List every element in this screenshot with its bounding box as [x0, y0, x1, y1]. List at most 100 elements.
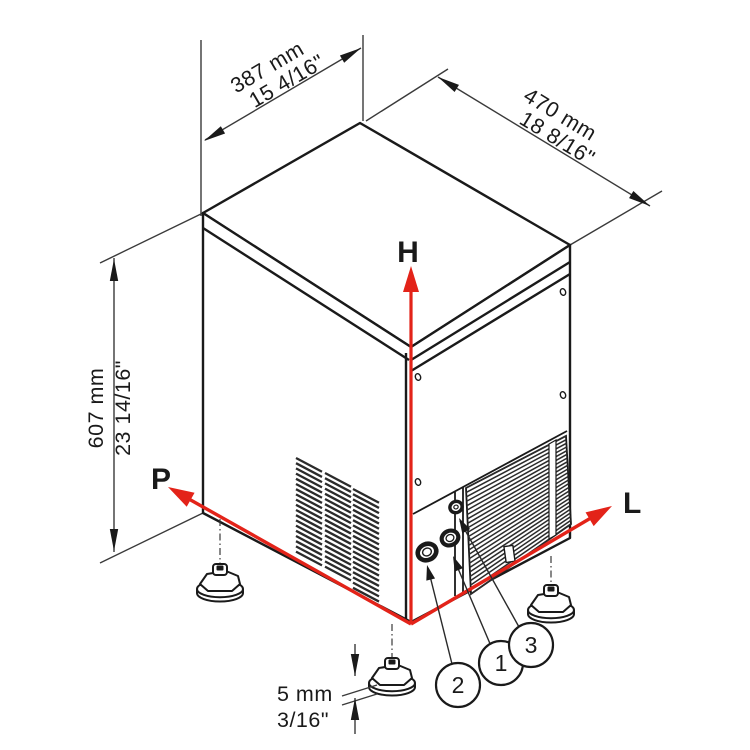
vent-slat [324, 560, 352, 577]
callout-number: 3 [525, 632, 538, 658]
vent-slat [352, 576, 380, 593]
foot-facet [231, 584, 240, 592]
callout-number: 1 [495, 650, 508, 676]
vent-slat [352, 493, 380, 509]
callout-balloon-2: 2 [434, 661, 482, 709]
vent-slat [295, 540, 323, 556]
dimension-arrowhead [339, 48, 361, 63]
vent-slat [352, 513, 380, 530]
leader-arrowhead [453, 556, 463, 572]
vent-slat [324, 544, 352, 561]
foot-centerlines [219, 519, 552, 660]
vent-slat [324, 529, 352, 545]
callout-circle [434, 661, 482, 709]
vent-slat [352, 560, 380, 577]
dimension-arrowhead [350, 654, 360, 676]
vent-slat [295, 477, 323, 494]
lid-bottom-edge-right [410, 260, 571, 362]
leader-line-2 [427, 567, 453, 665]
callout-balloon-3: 3 [507, 621, 555, 669]
foot-facet [562, 605, 571, 613]
depth-axis-line [179, 492, 412, 626]
vent-slat [352, 534, 380, 551]
vent-slat [295, 503, 323, 520]
condenser-grille [465, 434, 572, 596]
vent-slat [352, 529, 380, 546]
vent-slat [352, 539, 380, 556]
foot-hex-nut [530, 591, 572, 613]
depth-axis-arrowhead [168, 487, 195, 507]
callouts: 1 2 3 [426, 518, 555, 709]
vent-slat [324, 523, 352, 540]
leader-arrowhead [426, 565, 436, 581]
foot-hex-nut [199, 570, 241, 592]
vent-slat [324, 503, 352, 519]
vent-slat [352, 524, 380, 541]
depth-axis-label: P [151, 463, 171, 496]
dimension-arrowhead [204, 126, 226, 141]
vent-slat [295, 462, 323, 478]
panel-screws [414, 287, 567, 487]
foot-stem-hole [216, 565, 224, 571]
leader-line-3 [459, 520, 520, 628]
vent-slat [324, 477, 352, 493]
grille-clip [503, 544, 516, 564]
foot-facet [372, 678, 381, 686]
vent-slat [324, 492, 352, 509]
vent-slat [324, 471, 352, 488]
fitting-inlet-bore [445, 533, 455, 543]
vent-slat [295, 472, 323, 489]
lid-bottom-edge-left [202, 226, 410, 362]
dimension-arrowhead [109, 529, 119, 551]
fitting-drain-bore [421, 547, 433, 557]
side-vent-louvers [295, 456, 380, 603]
vent-slat [324, 549, 352, 566]
vent-slat [352, 508, 380, 525]
vent-slat [295, 545, 323, 562]
front-panel-seam [412, 430, 568, 515]
foot-stem-hole [547, 586, 555, 592]
adjustable-foot [527, 584, 575, 624]
height-dimension-label: 607 mm 23 14/16" [84, 360, 135, 456]
vent-slat [352, 555, 380, 572]
vent-slat [352, 550, 380, 567]
screw-icon [414, 477, 422, 487]
height-axis-label: H [397, 236, 419, 269]
height-metric-text: 607 mm [84, 368, 108, 449]
adjustable-foot [368, 657, 416, 697]
dimension-extension-lines [99, 35, 663, 564]
water-fittings [415, 499, 464, 563]
length-axis-arrowhead [585, 506, 612, 527]
vent-slat [295, 519, 323, 536]
vent-slat [352, 565, 380, 582]
vent-slat [324, 513, 352, 530]
vent-slat [352, 586, 380, 603]
adjustable-feet [196, 563, 575, 697]
foot-facet [531, 605, 540, 613]
vent-slat [324, 539, 352, 556]
dimension-arrowhead [629, 190, 650, 206]
vent-slat [324, 508, 352, 525]
screw-icon [414, 372, 422, 382]
vent-slat [295, 467, 323, 484]
vent-slat [352, 503, 380, 520]
vent-slat [295, 508, 323, 525]
dimension-lines [113, 47, 651, 552]
dimension-arrowhead [438, 77, 459, 93]
leader-arrowheads [426, 518, 471, 581]
depth-dimension-label: 470 mm 18 8/16" [515, 83, 600, 170]
vent-slat [324, 487, 352, 504]
dimension-arrowhead [109, 259, 119, 281]
dimension-arrowhead [350, 698, 360, 720]
callout-number: 2 [452, 672, 465, 698]
vent-slat [352, 581, 380, 598]
vent-slat [295, 493, 323, 510]
screw-icon [559, 287, 567, 297]
vent-slat [295, 514, 323, 530]
machine-body [201, 121, 572, 624]
vent-slat [324, 482, 352, 499]
vent-slat [324, 518, 352, 535]
vent-slat [324, 555, 352, 571]
leader-arrowhead [459, 518, 471, 534]
adjustable-foot [196, 563, 244, 603]
